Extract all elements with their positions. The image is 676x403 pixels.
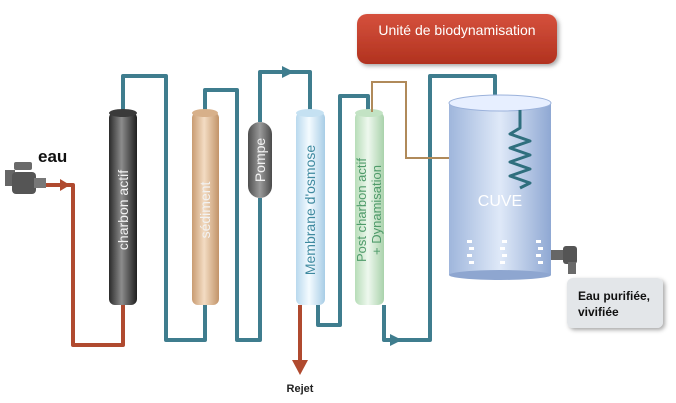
inlet-flow-arrow — [60, 179, 70, 191]
sediment-filter-column: sédiment — [192, 109, 219, 305]
sediment-filter-label: sédiment — [197, 181, 213, 238]
pipe-carbon-to-sediment — [121, 74, 207, 342]
tank: CUVE — [448, 94, 552, 280]
bubbles-icon — [467, 240, 543, 264]
pipe-membrane-to-post — [316, 94, 370, 327]
heating-coil-icon — [508, 110, 532, 190]
post-flow-arrow — [390, 334, 402, 346]
post-carbon-label-line2: + Dynamisation — [369, 165, 384, 255]
inlet-faucet — [5, 162, 46, 194]
post-carbon-column: Post charbon actif + Dynamisation — [354, 109, 384, 305]
pipe-post-to-tank — [382, 74, 497, 342]
osmosis-membrane-column: Membrane d'osmose — [296, 109, 325, 305]
reject-arrow — [292, 360, 308, 375]
pump-flow-arrow — [282, 66, 294, 78]
inlet-label: eau — [38, 147, 67, 166]
banner-label: Unité de biodynamisation — [378, 22, 535, 38]
carbon-filter-label: charbon actif — [115, 170, 131, 250]
biodynamisation-banner: Unité de biodynamisation — [357, 14, 557, 64]
post-carbon-label-line1: Post charbon actif — [354, 158, 369, 262]
membrane-label: Membrane d'osmose — [302, 145, 318, 276]
outlet-label-line1: Eau purifiée, — [578, 289, 650, 303]
carbon-filter-column: charbon actif — [109, 109, 137, 305]
tank-label: CUVE — [478, 193, 522, 210]
biodynamisation-link — [371, 81, 458, 159]
reject-label: Rejet — [287, 383, 314, 395]
pipe-sediment-to-pump — [203, 88, 262, 342]
outlet-label-box: Eau purifiée, vivifiée — [567, 278, 663, 328]
outlet-faucet — [551, 246, 577, 274]
pump: Pompe — [248, 122, 272, 198]
pump-label: Pompe — [252, 138, 268, 183]
outlet-label-line2: vivifiée — [578, 305, 619, 319]
